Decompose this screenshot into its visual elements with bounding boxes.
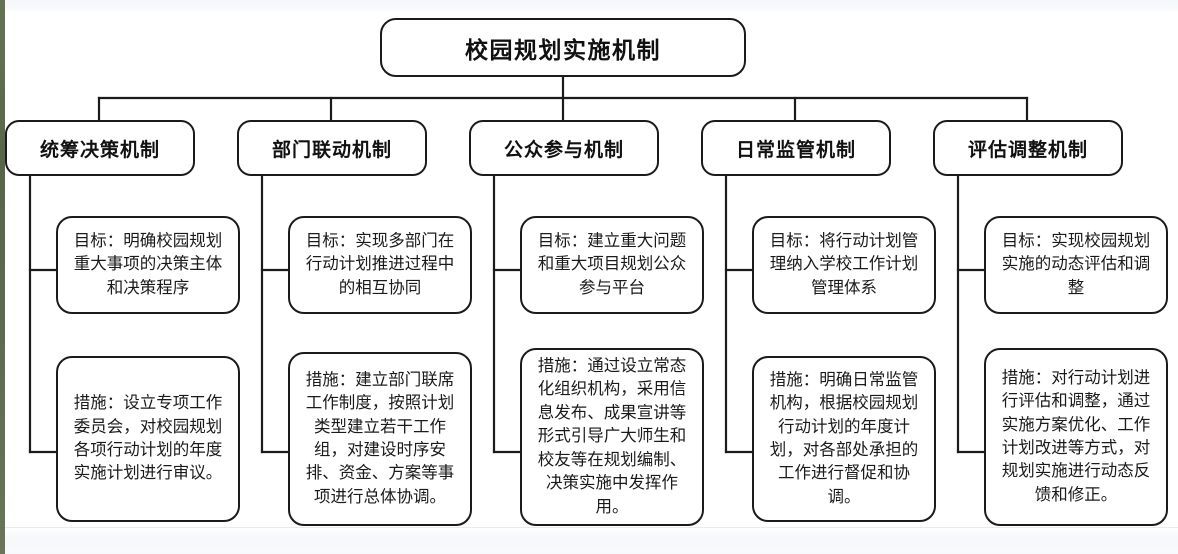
page-bottom-band (0, 527, 1178, 554)
goal-node-3[interactable]: 目标：建立重大问题和重大项目规划公众参与平台 (520, 216, 704, 314)
goal-node-4-text: 目标：将行动计划管理纳入学校工作计划管理体系 (769, 231, 919, 297)
goal-node-5-text: 目标：实现校园规划实施的动态评估和调整 (1001, 231, 1151, 297)
measure-node-1[interactable]: 措施：设立专项工作委员会，对校园规划各项行动计划的年度实施计划进行审议。 (56, 356, 240, 522)
goal-node-2[interactable]: 目标：实现多部门在行动计划推进过程中的相互协同 (288, 216, 472, 314)
measure-node-2-text: 措施：建立部门联席工作制度，按照计划类型建立若干工作组，对建设时序安排、资金、方… (305, 370, 455, 506)
branch-node-5-label: 评估调整机制 (967, 139, 1088, 161)
page-left-edge-strip (0, 0, 5, 554)
branch-node-3[interactable]: 公众参与机制 (469, 120, 659, 176)
branch-node-1[interactable]: 统筹决策机制 (5, 120, 195, 176)
measure-node-4[interactable]: 措施：明确日常监管机构，根据校园规划行动计划的年度计划，对各部处承担的工作进行督… (752, 356, 936, 522)
measure-node-5-text: 措施：对行动计划进行评估和调整，通过实施方案优化、工作计划改进等方式，对规划实施… (1001, 368, 1151, 504)
goal-node-5[interactable]: 目标：实现校园规划实施的动态评估和调整 (984, 216, 1168, 314)
goal-node-1[interactable]: 目标：明确校园规划重大事项的决策主体和决策程序 (56, 216, 240, 314)
measure-node-1-text: 措施：设立专项工作委员会，对校园规划各项行动计划的年度实施计划进行审议。 (73, 394, 223, 483)
branch-node-4-label: 日常监管机制 (735, 139, 856, 161)
branch-node-2-label: 部门联动机制 (271, 139, 392, 161)
measure-node-2[interactable]: 措施：建立部门联席工作制度，按照计划类型建立若干工作组，对建设时序安排、资金、方… (288, 352, 472, 526)
page-top-band (0, 0, 1178, 14)
branch-node-4[interactable]: 日常监管机制 (701, 120, 891, 176)
goal-node-4[interactable]: 目标：将行动计划管理纳入学校工作计划管理体系 (752, 216, 936, 314)
branch-node-2[interactable]: 部门联动机制 (237, 120, 427, 176)
measure-node-3-text: 措施：通过设立常态化组织机构，采用信息发布、成果宣讲等形式引导广大师生和校友等在… (537, 357, 687, 516)
goal-node-1-text: 目标：明确校园规划重大事项的决策主体和决策程序 (73, 231, 223, 297)
measure-node-5[interactable]: 措施：对行动计划进行评估和调整，通过实施方案优化、工作计划改进等方式，对规划实施… (984, 348, 1168, 526)
branch-node-3-label: 公众参与机制 (503, 139, 624, 161)
goal-node-2-text: 目标：实现多部门在行动计划推进过程中的相互协同 (305, 231, 455, 297)
branch-node-5[interactable]: 评估调整机制 (933, 120, 1123, 176)
measure-node-4-text: 措施：明确日常监管机构，根据校园规划行动计划的年度计划，对各部处承担的工作进行督… (769, 370, 919, 506)
root-node-label: 校园规划实施机制 (465, 37, 661, 63)
measure-node-3[interactable]: 措施：通过设立常态化组织机构，采用信息发布、成果宣讲等形式引导广大师生和校友等在… (520, 348, 704, 526)
goal-node-3-text: 目标：建立重大问题和重大项目规划公众参与平台 (537, 231, 687, 297)
root-node[interactable]: 校园规划实施机制 (380, 18, 746, 77)
branch-node-1-label: 统筹决策机制 (39, 139, 160, 161)
